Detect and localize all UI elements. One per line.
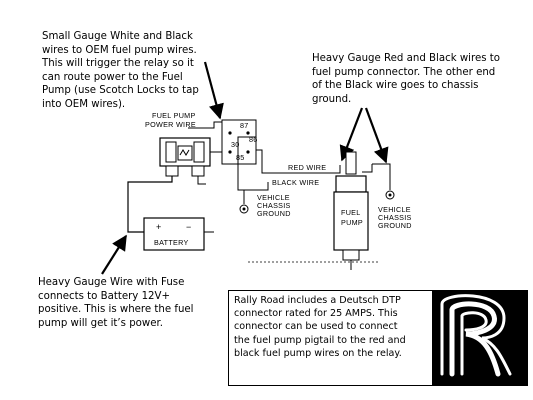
fuel-pump-label-1: FUEL bbox=[341, 208, 361, 217]
ground-left-line2: CHASSIS bbox=[257, 201, 291, 210]
ground-left-line1: VEHICLE bbox=[257, 193, 290, 202]
relay-pin-86: 86 bbox=[249, 135, 258, 144]
fuel-pump: FUEL PUMP bbox=[333, 151, 369, 270]
relay-pin-85: 85 bbox=[236, 153, 245, 162]
rally-road-logo bbox=[432, 290, 528, 386]
black-wire-label: BLACK WIRE bbox=[272, 178, 319, 187]
arrow-battery-wire bbox=[101, 234, 127, 275]
black-wire bbox=[237, 136, 269, 191]
wire-fuse-tail bbox=[197, 176, 206, 185]
ground-right: VEHICLE CHASSIS GROUND bbox=[372, 163, 412, 230]
fuse-holder bbox=[159, 137, 211, 177]
arrow-trigger-wires bbox=[203, 61, 224, 120]
ground-right-line1: VEHICLE bbox=[378, 205, 411, 214]
relay: 87 30 85 86 bbox=[221, 119, 258, 165]
red-wire-label: RED WIRE bbox=[288, 163, 326, 172]
fuel-pump-power-wire-label-2: POWER WIRE bbox=[145, 120, 196, 129]
ground-right-line2: CHASSIS bbox=[378, 213, 412, 222]
red-wire bbox=[256, 149, 341, 174]
arrow-red-wire bbox=[339, 107, 364, 162]
battery-label: BATTERY bbox=[154, 238, 189, 247]
note-fused-battery-wire: Heavy Gauge Wire with Fuse connects to B… bbox=[38, 277, 194, 329]
relay-pin-30: 30 bbox=[231, 140, 240, 149]
ground-left: VEHICLE CHASSIS GROUND bbox=[239, 190, 291, 218]
ground-left-line3: GROUND bbox=[257, 209, 291, 218]
arrow-black-wire bbox=[364, 107, 389, 164]
black-wire-to-pump bbox=[362, 164, 373, 173]
note-trigger-wires: Small Gauge White and Black wires to OEM… bbox=[42, 31, 199, 110]
relay-pin-87: 87 bbox=[240, 121, 249, 130]
info-box: Rally Road includes a Deutsch DTP connec… bbox=[228, 290, 433, 386]
battery-minus: − bbox=[186, 222, 191, 232]
fuel-pump-label-2: PUMP bbox=[341, 218, 363, 227]
info-box-text: Rally Road includes a Deutsch DTP connec… bbox=[234, 295, 406, 359]
battery-plus: + bbox=[156, 222, 161, 232]
wire-battery-to-fuse bbox=[127, 176, 173, 233]
fuel-pump-power-wire bbox=[188, 121, 222, 129]
ground-right-line3: GROUND bbox=[378, 221, 412, 230]
battery: + − BATTERY bbox=[143, 217, 205, 251]
note-heavy-gauge-wires: Heavy Gauge Red and Black wires to fuel … bbox=[312, 53, 501, 105]
fuel-pump-power-wire-label-1: FUEL PUMP bbox=[152, 111, 196, 120]
